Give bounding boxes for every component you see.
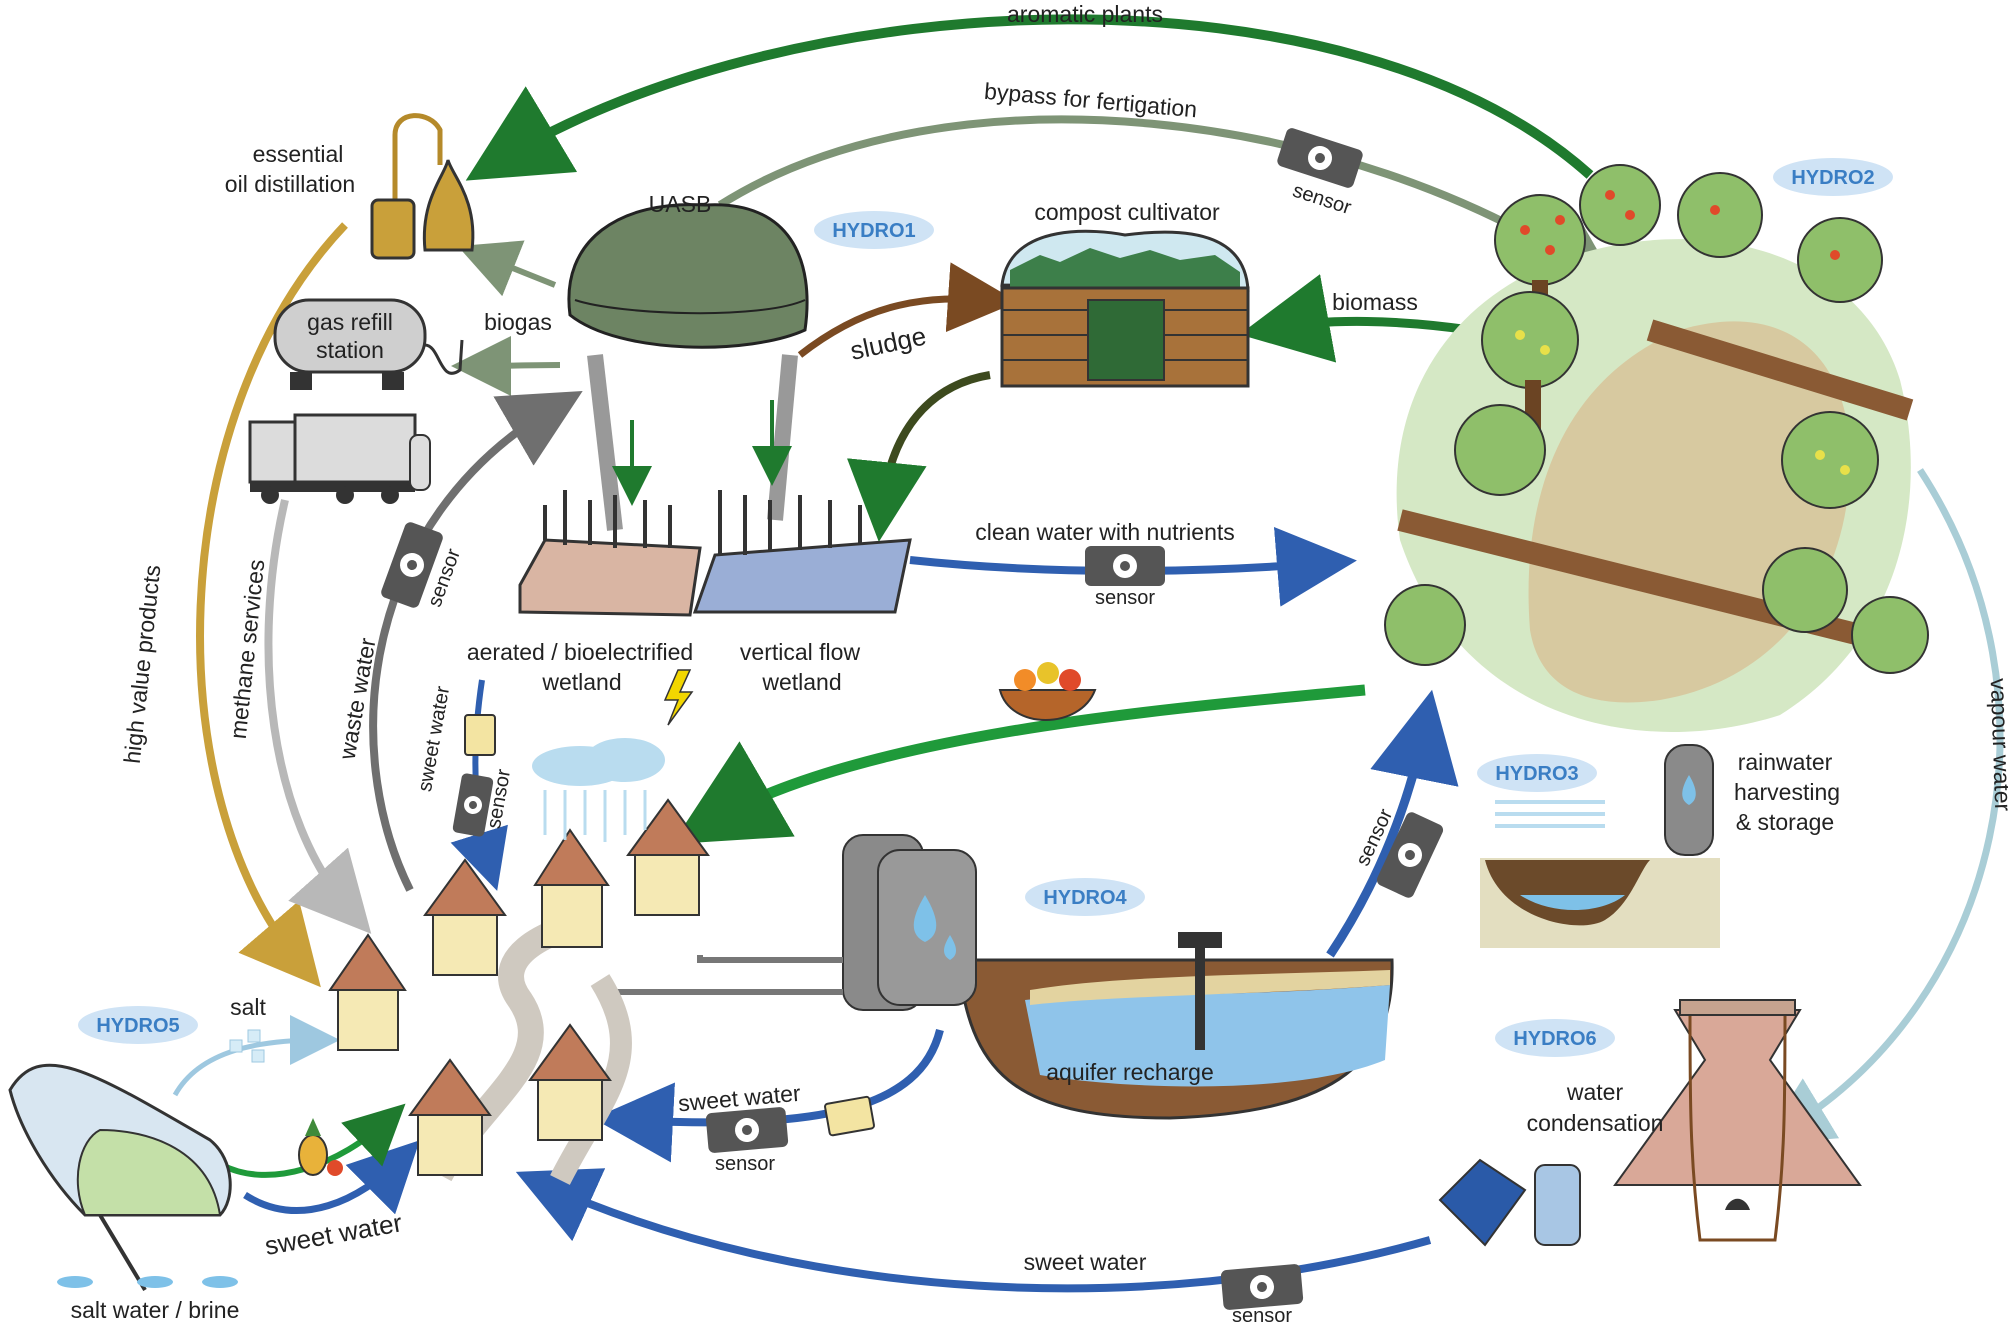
salt-greenhouse-icon [8,1063,238,1292]
vertical-wetland-label-2: wetland [761,669,841,695]
uasb-label: UASB [649,191,712,217]
bottom-sweet-water-label: sweet water [1024,1249,1147,1275]
salt-label: salt [230,994,266,1020]
distillation-icon [370,113,475,260]
rainwater-label-1: rainwater [1738,749,1833,775]
aquifer-recharge-icon [956,932,1394,1120]
biomass-arrow [1239,274,1471,363]
hydro4-badge-text: HYDRO4 [1043,887,1127,909]
aerated-wetland-icon [518,490,702,617]
sensor-icon-condensation [1220,1264,1304,1310]
sensor-label-clean-water: sensor [1095,587,1155,609]
bypass-fertigation-arrow [717,115,1622,293]
sensor-icon-clean-water [1085,546,1165,586]
essential-oil-label-1: essential [253,141,344,167]
village-houses-icon [328,798,710,1185]
water-meter-small [464,714,496,756]
hydro2-badge-text: HYDRO2 [1791,167,1874,189]
compost-cultivator-icon [1000,229,1250,388]
sensor-icon-aquifer-houses [705,1107,789,1153]
compost-to-wetland-arrow [846,371,991,542]
compost-cultivator-label: compost cultivator [1034,199,1220,225]
rainwater-label-2: harvesting [1734,779,1840,805]
bypass-fertigation-label: bypass for fertigation [983,78,1198,123]
pipe-to-tank [600,955,843,995]
harvest-to-houses-arrow [671,684,1366,845]
rain-cloud-icon [532,738,665,842]
sweet-water-small-arrow [450,679,508,891]
fruit-basket-icon [998,662,1097,721]
salt-crystals-icon [229,1029,265,1063]
biogas-to-gas-station-arrow [451,335,561,396]
condensation-tower-icon [1613,999,1862,1242]
sludge-arrow [797,262,1018,358]
hydro2-badge [1773,158,1893,196]
condensation-sweet-water-arrow [515,1168,1432,1293]
rainwater-harvesting-icon [1480,744,1720,948]
aromatic-plants-arrow [465,14,1594,181]
clean-water-label: clean water with nutrients [975,519,1235,545]
methane-truck-icon [248,413,431,504]
sensor-label-condensation: sensor [1232,1305,1292,1327]
vertical-wetland-label-1: vertical flow [740,639,861,665]
biomass-label: biomass [1332,289,1418,315]
condensation-label-1: water [1566,1079,1624,1105]
sensor-label-small-sweet: sensor [483,767,515,830]
sludge-label: sludge [848,321,929,366]
rainwater-label-3: & storage [1736,809,1834,835]
salt-arrow [172,1015,340,1097]
aerated-wetland-label-1: aerated / bioelectrified [467,639,693,665]
sensor-icon-bypass [1277,128,1363,188]
sweet-water-vertical-label: sweet water [414,684,454,793]
high-value-products-label: high value products [119,564,166,765]
biogas-to-distillation-arrow [457,240,557,297]
sensor-label-aquifer-houses: sensor [715,1153,775,1175]
sensor-icon-aquifer-farm [1376,812,1444,898]
essential-oil-label-2: oil distillation [225,171,355,197]
hydro6-badge-text: HYDRO6 [1513,1028,1596,1050]
gas-refill-station-icon [273,298,464,390]
greenhouse-sweet-water-label: sweet water [263,1207,405,1261]
hydro5-badge-text: HYDRO5 [96,1015,179,1037]
uasb-reactor-icon [567,203,809,531]
gas-refill-label-1: gas refill [307,309,393,335]
hydro1-badge-text: HYDRO1 [832,220,915,242]
greenhouse-sweet-water-arrow [243,1140,420,1215]
solar-panel-icon [1438,1158,1581,1247]
hydro3-badge [1477,754,1597,792]
methane-services-label: methane services [225,558,270,740]
vertical-flow-wetland-icon [692,490,912,614]
methane-services-arrow [264,499,372,934]
vapour-water-label: vapour water [1986,678,2008,812]
aquifer-recharge-label: aquifer recharge [1046,1059,1214,1085]
pineapple-icon [298,1118,343,1176]
sensor-icon-waste-water [381,522,443,608]
condensation-label-2: condensation [1527,1110,1664,1136]
lightning-bolt-icon [663,669,694,726]
gas-refill-label-2: station [316,337,384,363]
fruit-tree-icons [1384,164,1929,674]
water-tank-icon [842,834,977,1011]
hydro1-badge [814,211,934,249]
sensor-icon-small-sweet [452,773,494,837]
vapour-water-arrow [1761,468,2004,1145]
water-meter-aquifer [824,1095,875,1137]
hydro4-badge [1025,878,1145,916]
biogas-label: biogas [484,309,552,335]
brine-label: salt water / brine [71,1297,240,1323]
waste-water-arrow [369,390,583,892]
hydro6-badge [1495,1019,1615,1057]
hydro3-badge-text: HYDRO3 [1495,763,1578,785]
aquifer-to-farm-arrow [1326,689,1459,958]
hydro5-badge [78,1006,198,1044]
aromatic-plants-label: aromatic plants [1007,1,1163,27]
aerated-wetland-label-2: wetland [541,669,621,695]
